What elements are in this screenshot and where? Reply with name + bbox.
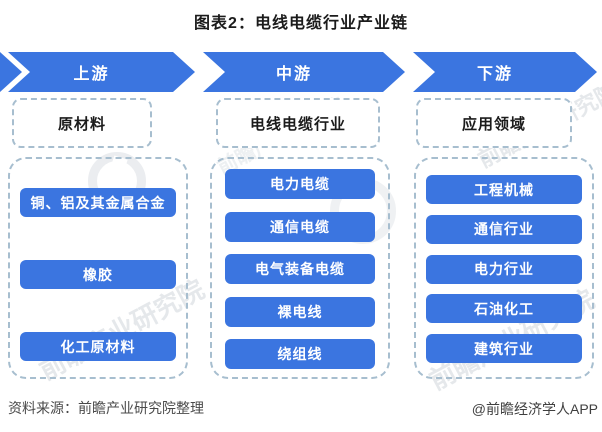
node-chemical-raw-materials: 化工原材料 [20, 332, 176, 361]
node-communication-cable: 通信电缆 [225, 211, 375, 242]
node-communication-industry: 通信行业 [426, 214, 582, 244]
node-construction-industry: 建筑行业 [426, 334, 582, 363]
midstream-group: 电力电缆 通信电缆 电气装备电缆 裸电线 绕组线 [210, 157, 390, 379]
stage-arrow-downstream: 下游 [413, 52, 597, 92]
stage-label-upstream: 上游 [73, 66, 110, 83]
node-rubber: 橡胶 [20, 260, 176, 289]
stage-label-midstream: 中游 [275, 66, 312, 83]
stage-arrow-midstream: 中游 [203, 52, 405, 92]
node-engineering-machinery: 工程机械 [426, 175, 582, 204]
figure-title: 图表2：电线电缆行业产业链 [194, 15, 408, 32]
stage-arrow-band: 上游 中游 下游 [0, 52, 602, 92]
stage-arrow-upstream: 上游 [8, 52, 195, 92]
stage-label-downstream: 下游 [476, 66, 513, 83]
node-power-cable: 电力电缆 [225, 169, 375, 199]
downstream-group: 工程机械 通信行业 电力行业 石油化工 建筑行业 [414, 157, 594, 379]
node-winding-wire: 绕组线 [225, 339, 375, 369]
node-electrical-equipment-cable: 电气装备电缆 [225, 254, 375, 284]
node-copper-aluminum-alloys: 铜、铝及其金属合金 [20, 188, 176, 217]
header-box-wire-cable-industry: 电线电缆行业 [216, 98, 380, 148]
node-power-industry: 电力行业 [426, 254, 582, 284]
header-box-raw-materials: 原材料 [12, 98, 152, 148]
credit-note: @前瞻经济学人APP [471, 401, 598, 417]
upstream-group: 铜、铝及其金属合金 橡胶 化工原材料 [8, 157, 188, 379]
header-box-application-fields: 应用领域 [416, 98, 572, 148]
node-bare-wire: 裸电线 [225, 296, 375, 327]
node-petrochemical-industry: 石油化工 [426, 294, 582, 324]
source-note: 资料来源：前瞻产业研究院整理 [8, 400, 204, 416]
